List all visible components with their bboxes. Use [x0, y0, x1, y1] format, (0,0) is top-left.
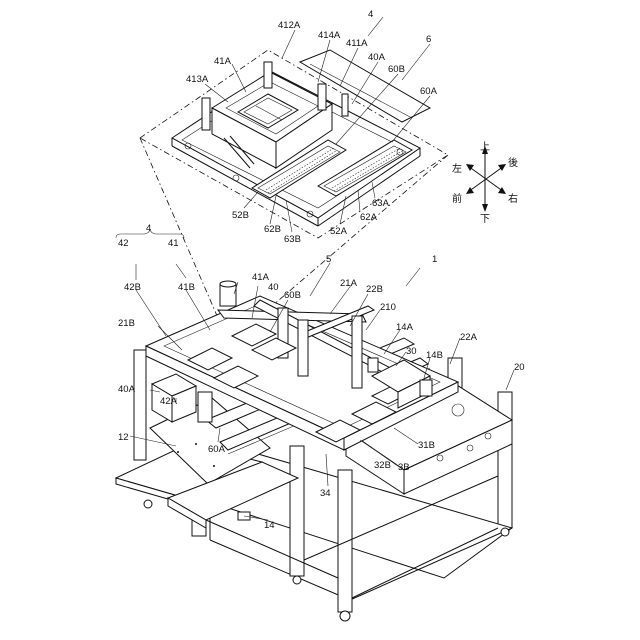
label-414A: 414A — [318, 30, 341, 41]
label-62B: 62B — [264, 224, 281, 235]
label-20: 20 — [514, 362, 525, 373]
label-4-detail: 4 — [368, 9, 373, 20]
label-41A-main: 41A — [252, 272, 270, 283]
label-41: 41 — [168, 238, 179, 249]
label-14: 14 — [264, 520, 275, 531]
label-412A: 412A — [278, 20, 301, 31]
label-210: 210 — [380, 302, 396, 313]
label-40A-detail: 40A — [368, 52, 386, 63]
label-22A: 22A — [460, 332, 478, 343]
label-1: 1 — [432, 254, 437, 265]
main-machine — [116, 230, 514, 621]
label-12: 12 — [118, 432, 129, 443]
dir-right: 右 — [508, 192, 518, 205]
dir-down: 下 — [480, 214, 490, 225]
label-63B: 63B — [284, 234, 301, 245]
label-4-main: 4 — [146, 223, 151, 234]
label-42A: 42A — [160, 396, 178, 407]
label-30: 30 — [406, 346, 417, 357]
label-21A: 21A — [340, 278, 358, 289]
label-60A-detail: 60A — [420, 86, 438, 97]
detail-view — [140, 17, 448, 318]
label-32B: 32B — [374, 460, 391, 471]
label-22B: 22B — [366, 284, 383, 295]
label-31B: 31B — [418, 440, 435, 451]
label-40: 40 — [268, 282, 279, 293]
label-14B: 14B — [426, 350, 443, 361]
label-6: 6 — [426, 34, 431, 45]
label-5: 5 — [326, 254, 331, 265]
dir-left: 左 — [452, 162, 462, 175]
label-42: 42 — [118, 238, 129, 249]
label-41A-detail: 41A — [214, 56, 232, 67]
label-40A-main: 40A — [118, 384, 136, 395]
dir-up: 上 — [480, 141, 490, 153]
dir-back: 後 — [508, 156, 518, 169]
direction-compass: 上 後 左 右 前 下 — [452, 141, 518, 225]
label-41B: 41B — [178, 282, 195, 293]
label-34: 34 — [320, 488, 331, 499]
label-60B-main: 60B — [284, 290, 301, 301]
label-413A: 413A — [186, 74, 209, 85]
label-62A: 62A — [360, 212, 378, 223]
label-21B: 21B — [118, 318, 135, 329]
label-411A: 411A — [346, 38, 368, 49]
label-52B: 52B — [232, 210, 249, 221]
label-60A-main: 60A — [208, 444, 226, 455]
label-14A: 14A — [396, 322, 414, 333]
label-60B-detail: 60B — [388, 64, 405, 75]
label-3B: 3B — [398, 462, 410, 473]
dir-front: 前 — [452, 192, 462, 205]
label-42B: 42B — [124, 282, 141, 293]
label-52A: 52A — [330, 226, 348, 237]
label-63A: 63A — [372, 198, 390, 209]
